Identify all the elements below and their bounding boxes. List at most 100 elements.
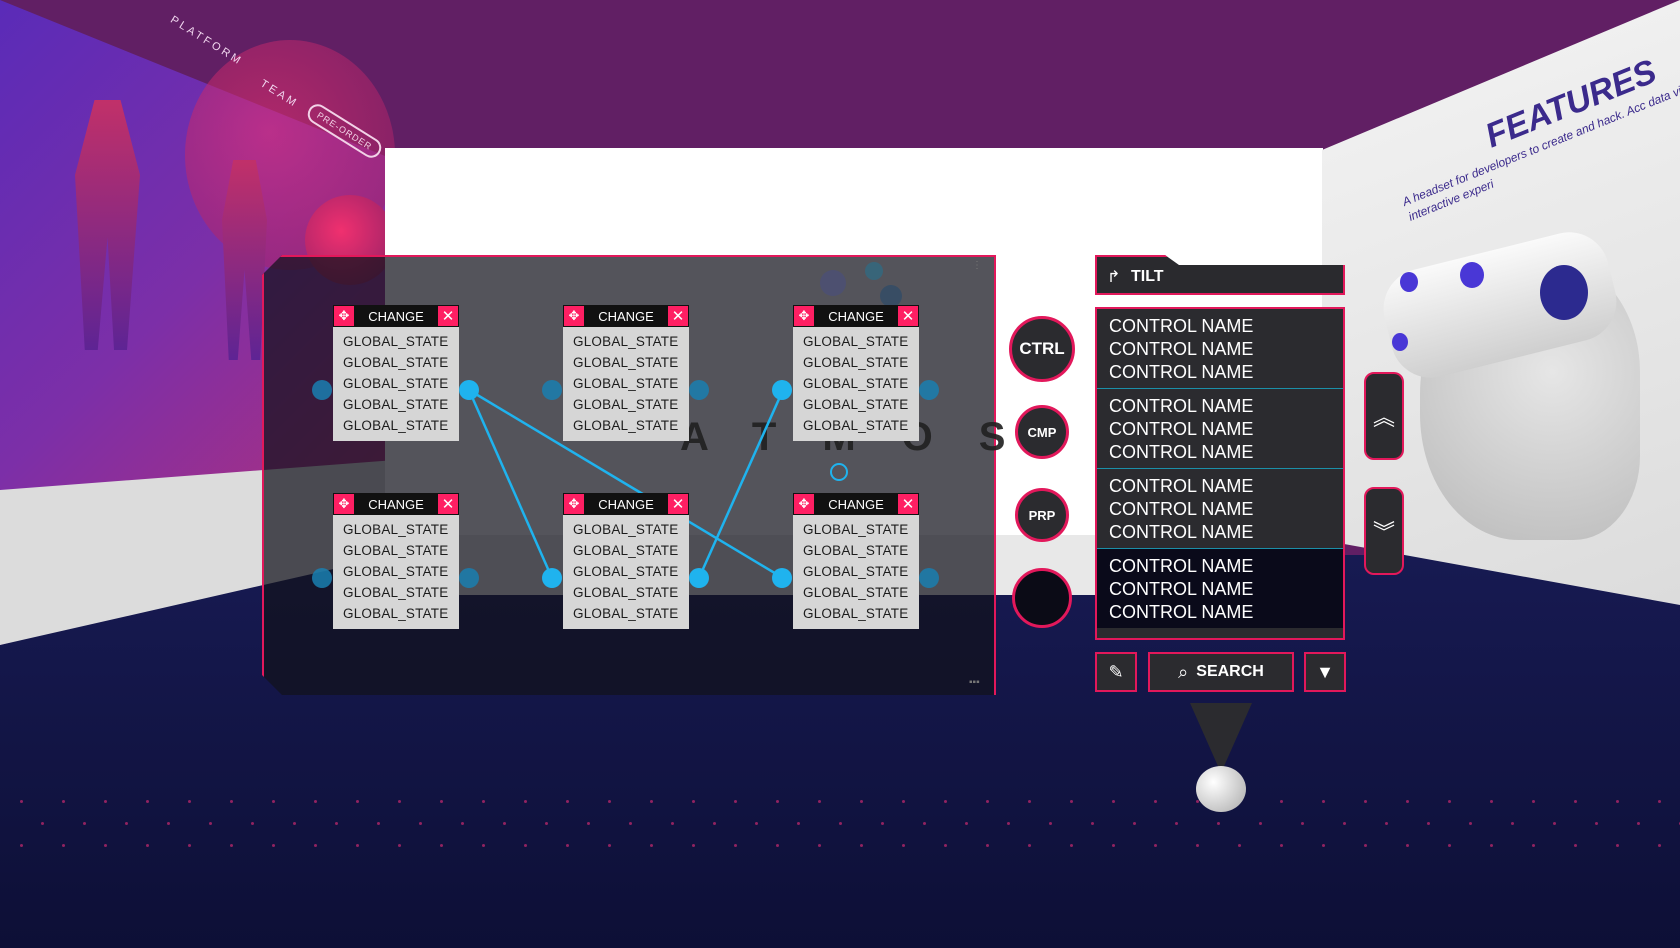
floor-grid-dot [1637, 822, 1640, 825]
floor-grid-dot [1448, 844, 1451, 847]
empty-slot-button[interactable] [1012, 568, 1072, 628]
cmp-button[interactable]: CMP [1015, 405, 1069, 459]
headset-sensor [1400, 272, 1418, 292]
tilt-icon: ↱ [1107, 269, 1121, 286]
logo-mark [865, 262, 883, 280]
control-item[interactable]: CONTROL NAME [1109, 419, 1254, 439]
node-card[interactable]: ✥ CHANGE ✕ GLOBAL_STATE GLOBAL_STATE GLO… [793, 305, 919, 441]
control-item[interactable]: CONTROL NAME [1109, 579, 1254, 599]
floor-grid-dot [1406, 844, 1409, 847]
scroll-up-button[interactable]: ︽ [1364, 372, 1404, 460]
close-icon[interactable]: ✕ [668, 306, 688, 326]
control-item[interactable]: CONTROL NAME [1109, 396, 1254, 416]
edit-button[interactable]: ✎ [1095, 652, 1137, 692]
floor-grid-dot [314, 800, 317, 803]
chevron-down-icon: ︾ [1372, 520, 1395, 545]
floor-grid-dot [1217, 822, 1220, 825]
floor-grid-dot [1448, 800, 1451, 803]
floor-grid-dot [20, 844, 23, 847]
floor-grid-dot [965, 822, 968, 825]
node-row: GLOBAL_STATE [343, 564, 449, 579]
floor-grid-dot [1196, 844, 1199, 847]
output-port[interactable] [689, 568, 709, 588]
floor-grid-dot [251, 822, 254, 825]
control-item[interactable]: CONTROL NAME [1109, 602, 1254, 622]
node-header[interactable]: ✥ CHANGE ✕ [563, 493, 689, 515]
floor-grid-dot [1658, 800, 1661, 803]
close-icon[interactable]: ✕ [438, 494, 458, 514]
node-title: CHANGE [598, 496, 654, 512]
close-icon[interactable]: ✕ [438, 306, 458, 326]
input-port[interactable] [772, 380, 792, 400]
prp-button[interactable]: PRP [1015, 488, 1069, 542]
filter-button[interactable]: ▼ [1304, 652, 1346, 692]
floor-grid-dot [1280, 844, 1283, 847]
close-icon[interactable]: ✕ [898, 306, 918, 326]
node-header[interactable]: ✥ CHANGE ✕ [333, 493, 459, 515]
floor-grid-dot [62, 800, 65, 803]
move-icon[interactable]: ✥ [564, 494, 584, 514]
node-card[interactable]: ✥ CHANGE ✕ GLOBAL_STATE GLOBAL_STATE GLO… [333, 493, 459, 629]
ctrl-button[interactable]: CTRL [1009, 316, 1075, 382]
node-card[interactable]: ✥ CHANGE ✕ GLOBAL_STATE GLOBAL_STATE GLO… [333, 305, 459, 441]
input-port[interactable] [312, 380, 332, 400]
floor-grid-dot [1028, 800, 1031, 803]
node-row: GLOBAL_STATE [573, 564, 679, 579]
move-icon[interactable]: ✥ [334, 306, 354, 326]
control-item[interactable]: CONTROL NAME [1109, 522, 1254, 542]
floor-grid-dot [1007, 822, 1010, 825]
headset-sensor [1392, 333, 1408, 351]
input-port[interactable] [542, 380, 562, 400]
floor-grid-dot [734, 844, 737, 847]
move-icon[interactable]: ✥ [794, 306, 814, 326]
floor-grid-dot [902, 844, 905, 847]
floor-grid-dot [944, 844, 947, 847]
input-port[interactable] [542, 568, 562, 588]
node-card[interactable]: ✥ CHANGE ✕ GLOBAL_STATE GLOBAL_STATE GLO… [563, 493, 689, 629]
node-header[interactable]: ✥ CHANGE ✕ [793, 493, 919, 515]
control-item[interactable]: CONTROL NAME [1109, 442, 1254, 462]
output-port[interactable] [689, 380, 709, 400]
floor-grid-dot [797, 822, 800, 825]
panel-resize-icon[interactable]: ▪▪▪ [969, 677, 980, 688]
node-card[interactable]: ✥ CHANGE ✕ GLOBAL_STATE GLOBAL_STATE GLO… [563, 305, 689, 441]
control-item[interactable]: CONTROL NAME [1109, 556, 1254, 576]
floor-grid-dot [146, 844, 149, 847]
output-port[interactable] [459, 380, 479, 400]
node-title: CHANGE [598, 308, 654, 324]
close-icon[interactable]: ✕ [898, 494, 918, 514]
output-port[interactable] [459, 568, 479, 588]
input-port[interactable] [312, 568, 332, 588]
node-header[interactable]: ✥ CHANGE ✕ [563, 305, 689, 327]
node-title: CHANGE [828, 496, 884, 512]
search-button[interactable]: ⌕ SEARCH [1148, 652, 1294, 692]
control-item[interactable]: CONTROL NAME [1109, 339, 1254, 359]
floor-grid-dot [1070, 844, 1073, 847]
output-port[interactable] [919, 380, 939, 400]
control-item[interactable]: CONTROL NAME [1109, 362, 1254, 382]
control-item[interactable]: CONTROL NAME [1109, 476, 1254, 496]
panel-grip-icon[interactable]: ⋮ [972, 260, 982, 271]
output-port[interactable] [919, 568, 939, 588]
node-row: GLOBAL_STATE [803, 334, 909, 349]
floor-grid-dot [41, 822, 44, 825]
node-card[interactable]: ✥ CHANGE ✕ GLOBAL_STATE GLOBAL_STATE GLO… [793, 493, 919, 629]
floor-grid-dot [608, 800, 611, 803]
floor-grid-dot [1616, 800, 1619, 803]
control-item[interactable]: CONTROL NAME [1109, 499, 1254, 519]
node-header[interactable]: ✥ CHANGE ✕ [793, 305, 919, 327]
move-icon[interactable]: ✥ [794, 494, 814, 514]
move-icon[interactable]: ✥ [564, 306, 584, 326]
node-header[interactable]: ✥ CHANGE ✕ [333, 305, 459, 327]
control-item[interactable]: CONTROL NAME [1109, 316, 1254, 336]
node-row: GLOBAL_STATE [343, 376, 449, 391]
floor-grid-dot [146, 800, 149, 803]
node-row: GLOBAL_STATE [803, 606, 909, 621]
floor-grid-dot [230, 800, 233, 803]
control-group: CONTROL NAME CONTROL NAME CONTROL NAME [1097, 549, 1343, 628]
close-icon[interactable]: ✕ [668, 494, 688, 514]
input-port[interactable] [772, 568, 792, 588]
floor-grid-dot [566, 844, 569, 847]
scroll-down-button[interactable]: ︾ [1364, 487, 1404, 575]
move-icon[interactable]: ✥ [334, 494, 354, 514]
